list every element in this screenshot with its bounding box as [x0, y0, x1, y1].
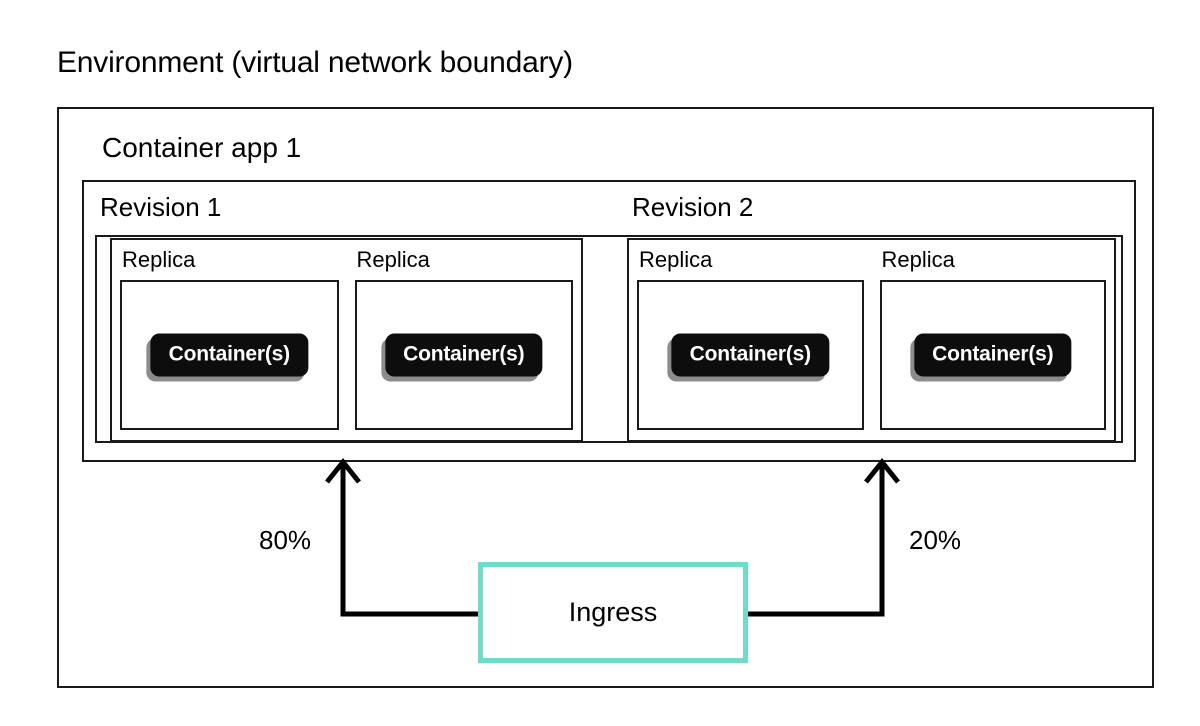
- replica-inner-box: Container(s): [637, 280, 864, 430]
- replica-inner-box: Container(s): [354, 280, 573, 430]
- container-pill: Container(s): [671, 333, 829, 377]
- revision-2-replica-2: Replica Container(s): [872, 240, 1115, 440]
- traffic-split-revision-1: 80%: [259, 525, 312, 555]
- environment-title: Environment (virtual network boundary): [57, 44, 573, 82]
- replica-label: Replica: [356, 247, 430, 272]
- revision-1-replicas-box: Replica Container(s) Replica Container(s…: [110, 238, 583, 442]
- replica-label: Replica: [881, 247, 955, 272]
- container-pill: Container(s): [914, 333, 1072, 377]
- revision-1-replica-1: Replica Container(s): [112, 240, 347, 440]
- container-app-box: [82, 180, 1136, 462]
- revision-1-label: Revision 1: [100, 192, 222, 222]
- environment-boundary-box: [57, 107, 1154, 688]
- container-pill: Container(s): [385, 333, 543, 377]
- revision-2-label: Revision 2: [632, 192, 754, 222]
- container-app-label: Container app 1: [102, 132, 302, 163]
- revision-1-replica-2: Replica Container(s): [347, 240, 582, 440]
- environment-title-subtitle: (virtual network boundary): [223, 46, 573, 79]
- traffic-split-revision-2: 20%: [909, 525, 962, 555]
- replica-label: Replica: [639, 247, 713, 272]
- replica-inner-box: Container(s): [879, 280, 1106, 430]
- revision-2-replica-1: Replica Container(s): [629, 240, 872, 440]
- ingress-box: [478, 562, 748, 663]
- replica-label: Replica: [122, 247, 196, 272]
- replica-inner-box: Container(s): [120, 280, 339, 430]
- revisions-container-box: [95, 235, 1123, 443]
- container-pill: Container(s): [150, 333, 308, 377]
- environment-title-main: Environment: [57, 46, 224, 79]
- revision-2-replicas-box: Replica Container(s) Replica Container(s…: [627, 238, 1116, 442]
